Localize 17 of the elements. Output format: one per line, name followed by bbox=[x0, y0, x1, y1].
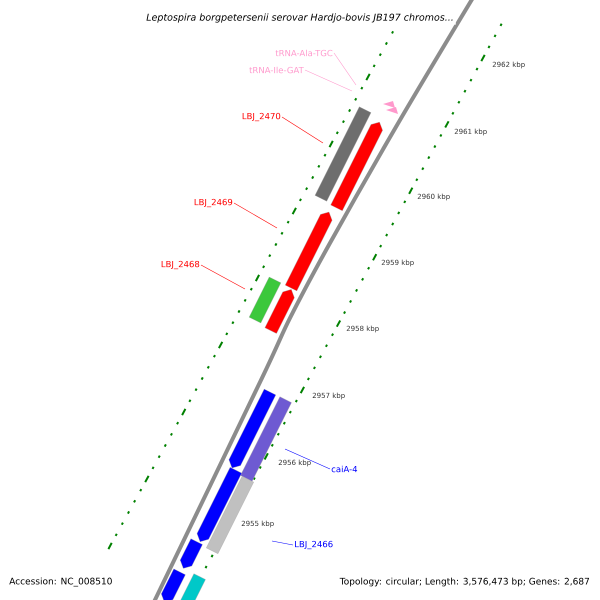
leader-line bbox=[272, 540, 294, 546]
leader-line bbox=[234, 202, 278, 228]
gene-label: LBJ_2466 bbox=[295, 540, 333, 550]
accession-text: Accession: NC_008510 bbox=[9, 578, 112, 586]
gene-label: LBJ_2470 bbox=[242, 112, 280, 122]
topology-text: Topology: circular; Length: 3,576,473 bp; Genes: 2,687 bbox=[340, 578, 590, 586]
leader-line bbox=[200, 264, 246, 290]
gene-label: tRNA-Ile-GAT bbox=[249, 66, 304, 74]
leader-line bbox=[282, 116, 324, 144]
gene-label: LBJ_2468 bbox=[162, 260, 200, 270]
gene-label: LBJ_2469 bbox=[194, 198, 232, 208]
leader-line bbox=[304, 70, 352, 92]
leader-line bbox=[334, 52, 356, 86]
gene-label: tRNA-Ala-TGC bbox=[276, 50, 332, 56]
title: Leptospira borgpetersenii serovar Hardjo-bovis JB197 chromos... bbox=[144, 11, 456, 25]
gene-label: caiA-4 bbox=[332, 466, 358, 472]
leader-line bbox=[284, 448, 330, 470]
